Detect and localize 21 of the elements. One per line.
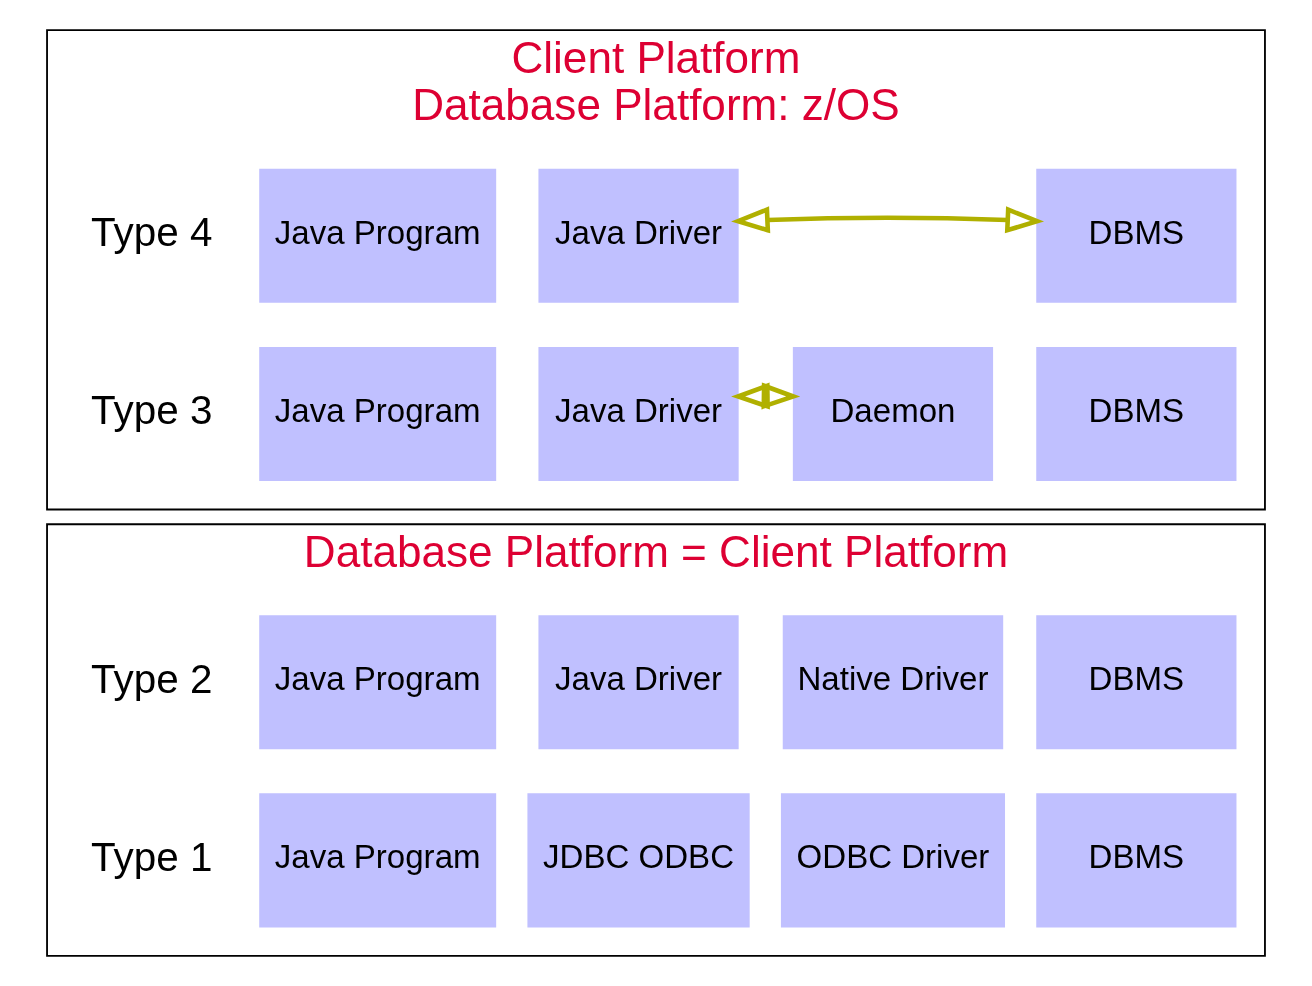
node-box: DBMS [1036,793,1237,928]
node-box: Java Driver [538,615,739,750]
node-box: ODBC Driver [780,793,1006,928]
node-box: Java Program [259,615,497,750]
label: Type 4 [91,209,213,256]
node-box: Native Driver [782,615,1004,750]
label: Type 2 [91,655,213,702]
label: Type 1 [91,833,213,880]
arrow [731,382,801,410]
node-box: DBMS [1036,615,1237,750]
arrow [731,206,1045,234]
label: Type 3 [91,387,213,434]
node-box: Java Driver [538,168,739,303]
node-box: DBMS [1036,168,1237,303]
node-box: Java Program [259,793,497,928]
node-box: Java Program [259,346,497,482]
node-box: Java Driver [538,346,739,482]
node-box: DBMS [1036,346,1237,482]
node-box: Daemon [792,346,994,482]
node-box: JDBC ODBC [527,793,750,928]
node-box: Java Program [259,168,497,303]
